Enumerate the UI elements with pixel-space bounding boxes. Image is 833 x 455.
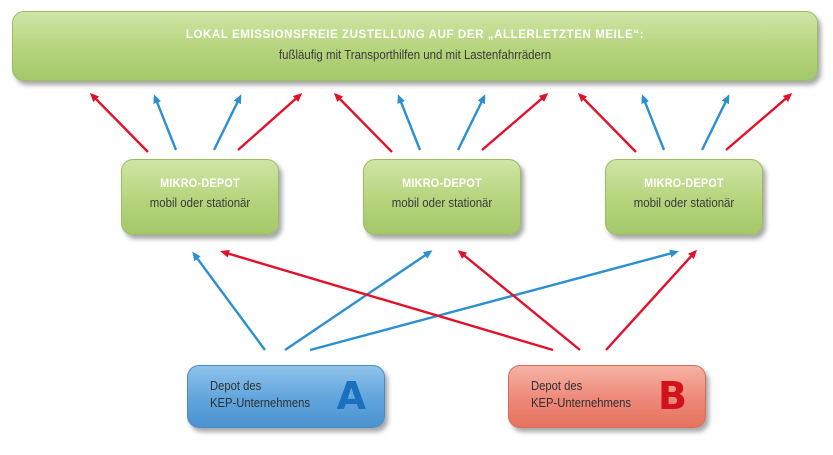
arrow-a-to-depot1 — [192, 251, 266, 351]
kep-depot-a-line1: Depot des — [210, 379, 262, 393]
mikro-depot-subtitle: mobil oder stationär — [633, 195, 735, 210]
kep-depot-b-line1: Depot des — [531, 379, 583, 393]
kep-depot-a: Depot des KEP-Unternehmens A — [187, 365, 385, 428]
last-mile-title: LOKAL EMISSIONSFREIE ZUSTELLUNG AUF DER … — [185, 29, 645, 41]
arrow-depot3-blue-right — [700, 94, 730, 151]
arrow-depot2-blue-left — [397, 94, 422, 151]
mikro-depot-3: MIKRO-DEPOT mobil oder stationär — [605, 159, 763, 235]
kep-depot-b: Depot des KEP-Unternehmens B — [508, 365, 706, 428]
mikro-depot-title: MIKRO-DEPOT — [160, 176, 240, 190]
arrow-b-to-depot3 — [605, 249, 698, 351]
arrow-b-to-depot2 — [457, 250, 581, 351]
mikro-depot-title: MIKRO-DEPOT — [644, 176, 724, 190]
arrow-depot2-red-left — [333, 92, 393, 153]
arrow-depot1-blue-left — [153, 94, 178, 151]
kep-depot-a-line2: KEP-Unternehmens — [210, 396, 311, 410]
mikro-depot-1: MIKRO-DEPOT mobil oder stationär — [121, 159, 279, 235]
mikro-depot-title: MIKRO-DEPOT — [402, 176, 482, 190]
arrow-depot1-red-left — [89, 92, 149, 153]
arrow-depot2-red-right — [481, 93, 549, 151]
arrow-depot1-blue-right — [212, 94, 242, 151]
arrow-a-to-depot3 — [309, 249, 679, 352]
kep-depot-a-letter: A — [336, 374, 366, 418]
arrow-depot3-red-right — [725, 93, 793, 151]
mikro-depot-2: MIKRO-DEPOT mobil oder stationär — [363, 159, 521, 235]
mikro-depot-subtitle: mobil oder stationär — [149, 195, 251, 210]
mikro-depot-subtitle: mobil oder stationär — [391, 195, 493, 210]
arrow-depot2-blue-right — [456, 94, 486, 151]
arrow-depot3-blue-left — [641, 94, 666, 151]
arrow-depot3-red-left — [577, 92, 637, 153]
arrow-b-to-depot1 — [220, 249, 554, 352]
last-mile-delivery-box: LOKAL EMISSIONSFREIE ZUSTELLUNG AUF DER … — [12, 11, 818, 81]
arrow-a-to-depot2 — [284, 250, 433, 351]
last-mile-subtitle: fußläufig mit Transporthilfen und mit La… — [278, 47, 552, 62]
kep-depot-b-line2: KEP-Unternehmens — [531, 396, 632, 410]
kep-depot-b-letter: B — [658, 374, 687, 418]
arrow-depot1-red-right — [237, 93, 303, 151]
